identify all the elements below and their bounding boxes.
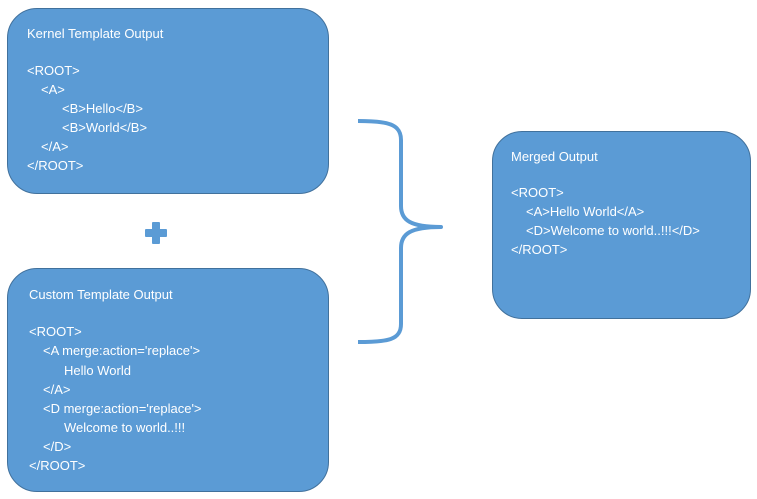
code-line: <ROOT>	[27, 63, 80, 78]
plus-icon	[145, 222, 167, 244]
code-line: </A>	[41, 139, 69, 154]
code-line: <A merge:action='replace'>	[43, 343, 201, 358]
code-line: <ROOT>	[29, 324, 82, 339]
kernel-template-title: Kernel Template Output	[27, 26, 164, 41]
code-line: </D>	[43, 439, 72, 454]
code-line: Welcome to world..!!!	[64, 420, 186, 435]
code-line: </A>	[43, 382, 71, 397]
code-line: <B>Hello</B>	[62, 101, 143, 116]
code-line: <D>Welcome to world..!!!</D>	[526, 223, 700, 238]
code-line: <ROOT>	[511, 185, 564, 200]
code-line: <A>	[41, 82, 65, 97]
code-line: </ROOT>	[29, 458, 86, 473]
code-line: Hello World	[64, 363, 131, 378]
custom-template-title: Custom Template Output	[29, 287, 173, 302]
code-line: <D merge:action='replace'>	[43, 401, 202, 416]
code-line: <B>World</B>	[62, 120, 148, 135]
merged-output-box: Merged Output <ROOT> <A>Hello World</A> …	[492, 131, 751, 319]
code-line: </ROOT>	[511, 242, 568, 257]
custom-template-box: Custom Template Output <ROOT> <A merge:a…	[7, 268, 329, 492]
merged-output-title: Merged Output	[511, 149, 598, 164]
code-line: <A>Hello World</A>	[526, 204, 645, 219]
code-line: </ROOT>	[27, 158, 84, 173]
kernel-template-box: Kernel Template Output <ROOT> <A> <B>Hel…	[7, 8, 329, 194]
right-brace-icon	[357, 119, 443, 344]
